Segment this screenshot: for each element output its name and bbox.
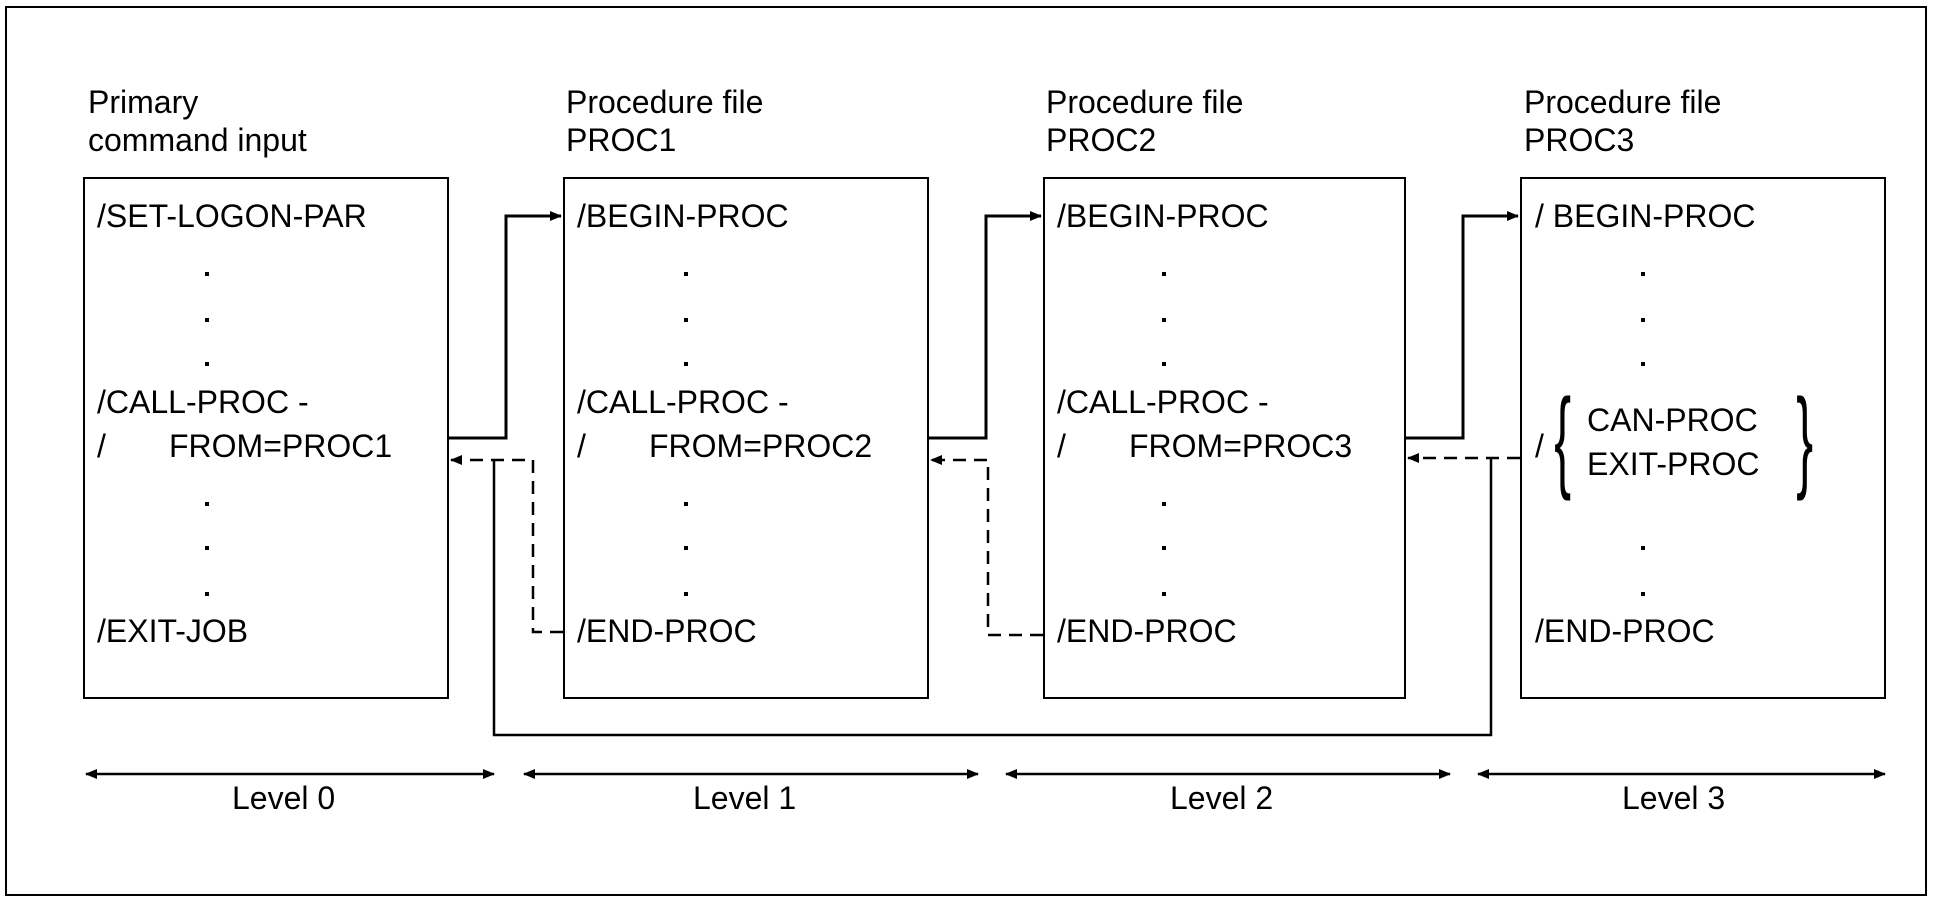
line-begin-proc-3: / BEGIN-PROC	[1535, 198, 1756, 234]
box-proc3	[1520, 177, 1886, 699]
ellipsis-dot	[1641, 272, 1645, 276]
ellipsis-dot	[684, 546, 688, 550]
level-1-label: Level 1	[693, 780, 797, 816]
line-exit-job: /EXIT-JOB	[97, 613, 249, 649]
line-begin-proc-1: /BEGIN-PROC	[577, 198, 789, 234]
ellipsis-dot	[205, 546, 209, 550]
ellipsis-dot	[684, 272, 688, 276]
call-arrow-proc3	[1406, 211, 1519, 440]
level-2-label: Level 2	[1170, 780, 1274, 816]
ellipsis-dot	[1162, 362, 1166, 366]
return-path-level3-to-level0	[492, 458, 1493, 737]
ellipsis-dot	[205, 362, 209, 366]
header-proc2-line1: Procedure file	[1046, 84, 1244, 120]
ellipsis-dot	[1162, 592, 1166, 596]
line-slash-3: /	[1535, 428, 1544, 464]
line-end-proc-2: /END-PROC	[1057, 613, 1237, 649]
ellipsis-dot	[1162, 318, 1166, 322]
line-from-proc3: FROM=PROC3	[1129, 428, 1353, 464]
line-call-proc-1: /CALL-PROC -	[577, 384, 789, 420]
ellipsis-dot	[205, 318, 209, 322]
line-slash-0: /	[97, 428, 106, 464]
line-can-proc: CAN-PROC	[1587, 402, 1758, 438]
line-begin-proc-2: /BEGIN-PROC	[1057, 198, 1269, 234]
ellipsis-dot	[205, 272, 209, 276]
ellipsis-dot	[1641, 546, 1645, 550]
header-proc3-line1: Procedure file	[1524, 84, 1722, 120]
box-proc2	[1043, 177, 1406, 699]
ellipsis-dot	[205, 502, 209, 506]
ellipsis-dot	[1162, 546, 1166, 550]
ellipsis-dot	[1641, 362, 1645, 366]
right-brace: }	[1796, 376, 1814, 501]
line-end-proc-3: /END-PROC	[1535, 613, 1715, 649]
line-call-proc-2: /CALL-PROC -	[1057, 384, 1269, 420]
ellipsis-dot	[684, 362, 688, 366]
ellipsis-dot	[684, 318, 688, 322]
ellipsis-dot	[684, 592, 688, 596]
ellipsis-dot	[1162, 272, 1166, 276]
box-primary-command-input	[83, 177, 449, 699]
ellipsis-dot	[684, 502, 688, 506]
line-slash-2: /	[1057, 428, 1066, 464]
call-arrow-proc1	[449, 211, 562, 440]
line-exit-proc: EXIT-PROC	[1587, 446, 1760, 482]
line-from-proc1: FROM=PROC1	[169, 428, 393, 464]
header-primary-line1: Primary	[88, 84, 199, 120]
line-call-proc-0: /CALL-PROC -	[97, 384, 309, 420]
return-arrow-level2	[930, 455, 1043, 637]
line-from-proc2: FROM=PROC2	[649, 428, 873, 464]
header-proc1-line2: PROC1	[566, 122, 677, 158]
header-primary-line2: command input	[88, 122, 307, 158]
return-arrow-level1	[450, 455, 563, 634]
diagram-frame	[5, 6, 1927, 896]
ellipsis-dot	[1162, 502, 1166, 506]
box-proc1	[563, 177, 929, 699]
level-3-label: Level 3	[1622, 780, 1726, 816]
level-0-label: Level 0	[232, 780, 336, 816]
header-proc3-line2: PROC3	[1524, 122, 1635, 158]
call-arrow-proc2	[929, 211, 1042, 440]
line-slash-1: /	[577, 428, 586, 464]
left-brace: {	[1554, 376, 1572, 501]
header-proc1-line1: Procedure file	[566, 84, 764, 120]
ellipsis-dot	[1641, 318, 1645, 322]
line-set-logon-par: /SET-LOGON-PAR	[97, 198, 367, 234]
line-end-proc-1: /END-PROC	[577, 613, 757, 649]
ellipsis-dot	[205, 592, 209, 596]
ellipsis-dot	[1641, 592, 1645, 596]
header-proc2-line2: PROC2	[1046, 122, 1157, 158]
